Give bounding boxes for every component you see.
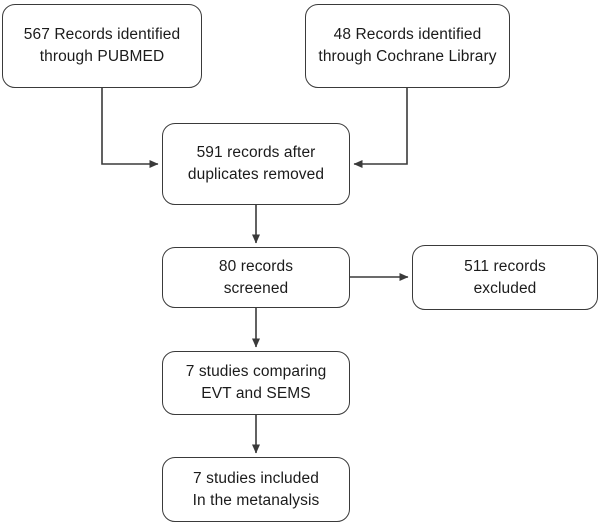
studies-comparing-evt-sems: 7 studies comparing EVT and SEMS bbox=[162, 351, 350, 415]
studies-comparing-evt-sems-label: 7 studies comparing EVT and SEMS bbox=[185, 363, 327, 402]
records-identified-pubmed-label: 567 Records identified through PUBMED bbox=[23, 26, 181, 65]
records-after-duplicates-removed: 591 records after duplicates removed bbox=[162, 123, 350, 205]
records-excluded: 511 records excluded bbox=[412, 245, 598, 310]
records-identified-pubmed: 567 Records identified through PUBMED bbox=[2, 4, 202, 88]
records-screened: 80 records screened bbox=[162, 247, 350, 308]
records-after-duplicates-removed-label: 591 records after duplicates removed bbox=[187, 144, 325, 183]
records-identified-cochrane: 48 Records identified through Cochrane L… bbox=[305, 4, 510, 88]
studies-included-metanalysis-label: 7 studies included In the metanalysis bbox=[192, 469, 320, 509]
records-screened-label: 80 records screened bbox=[218, 257, 294, 297]
records-identified-cochrane-label: 48 Records identified through Cochrane L… bbox=[318, 26, 497, 65]
connector-cochrane-to-deduplicated bbox=[353, 88, 408, 168]
records-excluded-label: 511 records excluded bbox=[464, 257, 546, 297]
studies-included-metanalysis: 7 studies included In the metanalysis bbox=[162, 457, 350, 522]
connector-pubmed-to-deduplicated bbox=[101, 88, 159, 168]
